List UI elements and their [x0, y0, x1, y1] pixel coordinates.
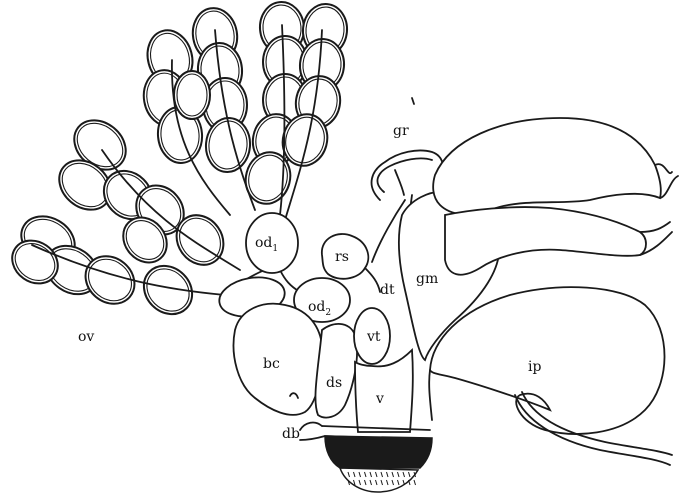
label-ip: ip [528, 360, 541, 374]
label-od2: od2 [308, 300, 331, 318]
label-v: v [376, 392, 384, 406]
label-dt: dt [380, 283, 395, 297]
egg-chamber [134, 256, 202, 324]
duct-bulb-db [300, 423, 322, 430]
label-db: db [282, 427, 300, 441]
accessory-gland-tubules [433, 118, 678, 275]
label-vt: vt [367, 330, 381, 344]
label-ds: ds [326, 376, 342, 390]
label-bc: bc [263, 357, 280, 371]
ovary-egg-chains [4, 0, 349, 324]
genital-plate [325, 436, 432, 492]
stray-mark [412, 98, 414, 104]
plate-hair [414, 480, 416, 485]
label-od1: od1 [255, 236, 278, 254]
label-gr: gr [393, 124, 409, 138]
egg-chamber [174, 71, 210, 119]
label-gm: gm [416, 272, 438, 286]
spermathecal-duct-dt [365, 268, 380, 292]
label-rs: rs [335, 250, 349, 264]
label-ov: ov [78, 330, 94, 344]
ductus-seminalis-ds [315, 324, 357, 418]
